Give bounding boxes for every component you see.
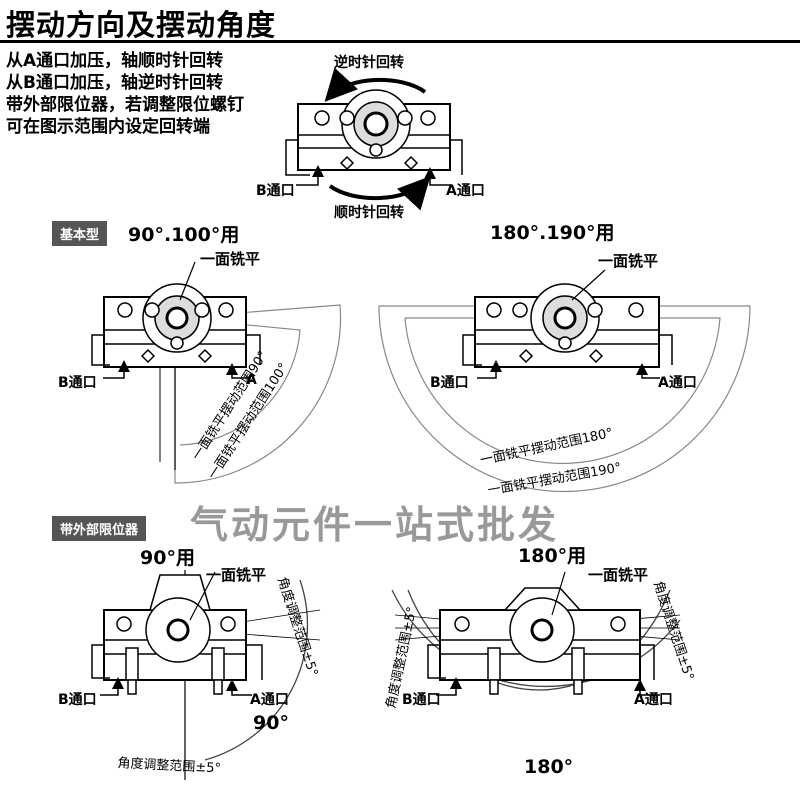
basic-left-flat-label: 一面铣平	[200, 250, 261, 268]
stopper-left-angle-label: 90°	[253, 712, 289, 734]
basic-right-a-port-label: A通口	[658, 375, 697, 391]
stopper-right-actuator	[391, 571, 681, 696]
top-actuator	[285, 67, 463, 211]
basic-left-b-port-label: B通口	[58, 375, 97, 391]
stopper-right-heading: 180°用	[518, 545, 587, 567]
intro-line-3: 带外部限位器，若调整限位螺钉	[6, 95, 244, 115]
intro-line-2: 从B通口加压，轴逆时针回转	[6, 73, 223, 93]
basic-left-a-port-label: A	[246, 372, 257, 388]
stopper-right-a-port-label: A通口	[634, 692, 673, 708]
stopper-left-heading: 90°用	[140, 547, 195, 569]
cw-rotation-label: 顺时针回转	[334, 205, 404, 221]
top-a-port-label: A通口	[446, 183, 485, 199]
basic-left-actuator	[91, 261, 342, 484]
stopper-right-angle-label: 180°	[524, 756, 574, 778]
intro-text: 从A通口加压，轴顺时针回转 从B通口加压，轴逆时针回转 带外部限位器，若调整限位…	[6, 50, 244, 138]
title-divider	[0, 40, 800, 43]
page-title: 摆动方向及摆动角度	[6, 8, 277, 42]
intro-line-4: 可在图示范围内设定回转端	[6, 117, 210, 137]
intro-line-1: 从A通口加压，轴顺时针回转	[6, 51, 224, 71]
stopper-left-flat-label: 一面铣平	[206, 566, 267, 584]
stopper-type-tag: 带外部限位器	[52, 516, 147, 541]
stopper-left-b-port-label: B通口	[58, 692, 97, 708]
basic-type-tag: 基本型	[52, 221, 108, 246]
basic-left-heading: 90°.100°用	[128, 224, 240, 246]
basic-right-b-port-label: B通口	[430, 375, 469, 391]
basic-right-heading: 180°.190°用	[490, 222, 615, 244]
top-b-port-label: B通口	[256, 183, 295, 199]
basic-right-actuator	[378, 269, 751, 493]
ccw-rotation-label: 逆时针回转	[334, 55, 404, 71]
watermark: 气动元件一站式批发	[190, 503, 560, 547]
stopper-right-flat-label: 一面铣平	[588, 566, 649, 584]
stopper-right-b-port-label: B通口	[402, 692, 441, 708]
stopper-left-a-port-label: A通口	[250, 692, 289, 708]
basic-right-flat-label: 一面铣平	[598, 252, 659, 270]
stopper-left-actuator	[91, 570, 321, 780]
